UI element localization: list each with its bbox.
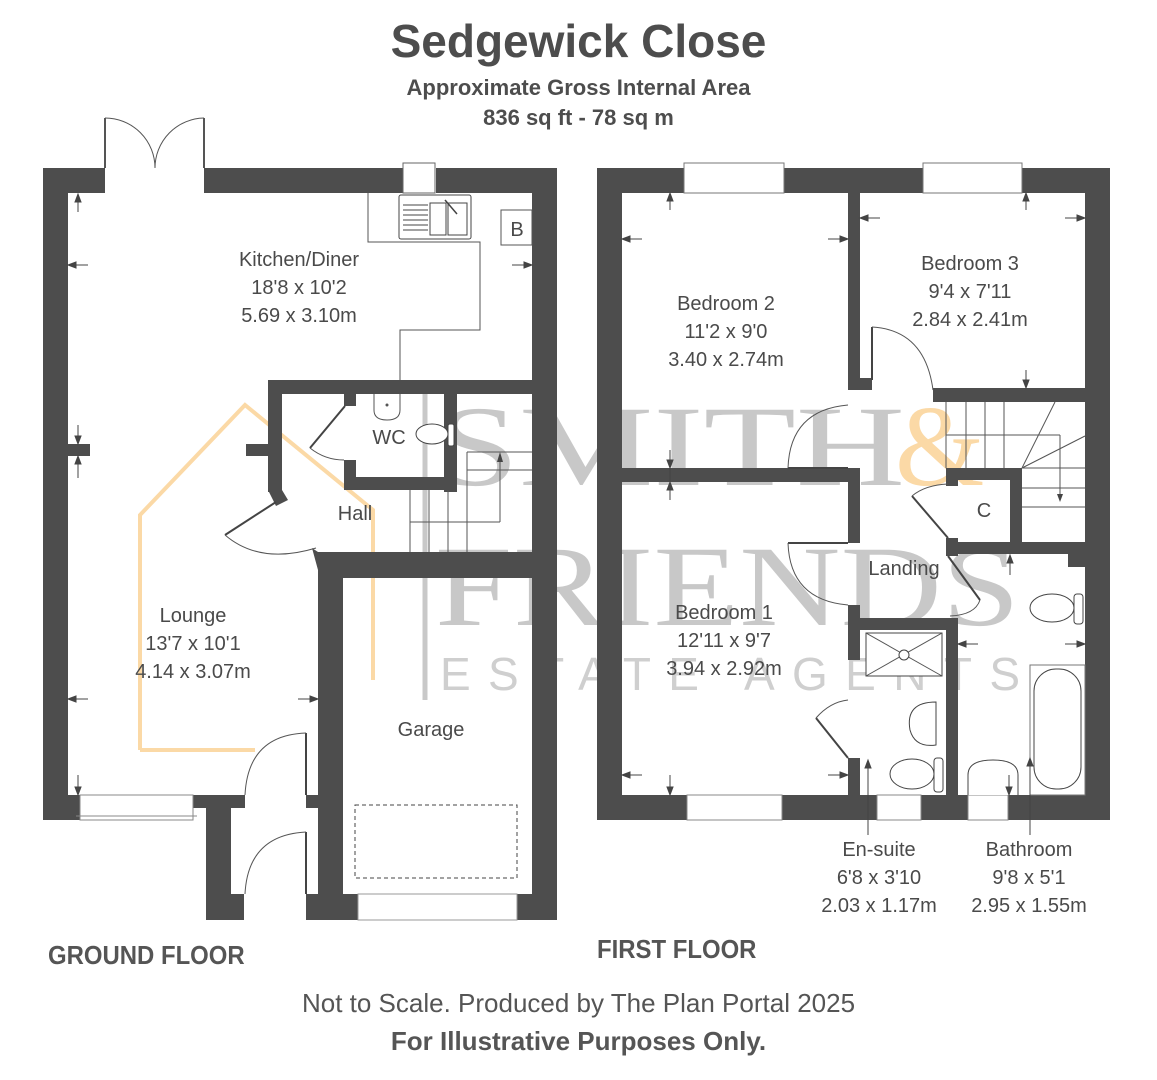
room-label-hall: Hall [338, 503, 372, 525]
ensuite-imperial: 6'8 x 3'10 [837, 867, 921, 889]
bedroom2-metric: 3.40 x 2.74m [668, 349, 784, 371]
area-subtitle: Approximate Gross Internal Area [406, 75, 751, 100]
page-title: Sedgewick Close [390, 15, 767, 67]
room-label-landing: Landing [868, 558, 939, 580]
watermark-ampersand: & [895, 383, 984, 510]
stairs-icon [945, 401, 1086, 508]
bedroom3-metric: 2.84 x 2.41m [912, 309, 1028, 331]
kitchen-metric: 5.69 x 3.10m [241, 305, 357, 327]
boiler-label: B [510, 219, 523, 241]
room-label-garage: Garage [398, 719, 465, 741]
bedroom1-metric: 3.94 x 2.92m [666, 658, 782, 680]
ensuite-name: En-suite [842, 839, 915, 861]
bedroom1-imperial: 12'11 x 9'7 [677, 630, 771, 652]
stairs-icon [409, 451, 532, 552]
ground-floor-label: GROUND FLOOR [48, 940, 245, 970]
lounge-name: Lounge [160, 605, 227, 627]
bedroom3-name: Bedroom 3 [921, 253, 1019, 275]
footer-disclaimer: Not to Scale. Produced by The Plan Porta… [301, 988, 856, 1018]
lounge-imperial: 13'7 x 10'1 [145, 633, 241, 655]
first-floor-plan: C [597, 162, 1110, 917]
lounge-metric: 4.14 x 3.07m [135, 661, 251, 683]
bedroom3-imperial: 9'4 x 7'11 [929, 281, 1012, 303]
sink-icon [398, 194, 472, 240]
room-label-cupboard: C [977, 500, 991, 522]
bathroom-name: Bathroom [986, 839, 1073, 861]
room-label-wc: WC [372, 427, 405, 449]
total-area: 836 sq ft - 78 sq m [483, 105, 674, 130]
ground-floor-plan: B WC Ha [43, 117, 557, 921]
bedroom1-name: Bedroom 1 [675, 602, 773, 624]
bathroom-metric: 2.95 x 1.55m [971, 895, 1087, 917]
bathroom-imperial: 9'8 x 5'1 [992, 867, 1065, 889]
bedroom2-name: Bedroom 2 [677, 293, 775, 315]
footer-illustrative: For Illustrative Purposes Only. [390, 1026, 767, 1056]
kitchen-imperial: 18'8 x 10'2 [251, 277, 347, 299]
first-floor-label: FIRST FLOOR [597, 934, 757, 964]
bedroom2-imperial: 11'2 x 9'0 [685, 321, 768, 343]
ensuite-metric: 2.03 x 1.17m [821, 895, 937, 917]
kitchen-name: Kitchen/Diner [239, 249, 359, 271]
